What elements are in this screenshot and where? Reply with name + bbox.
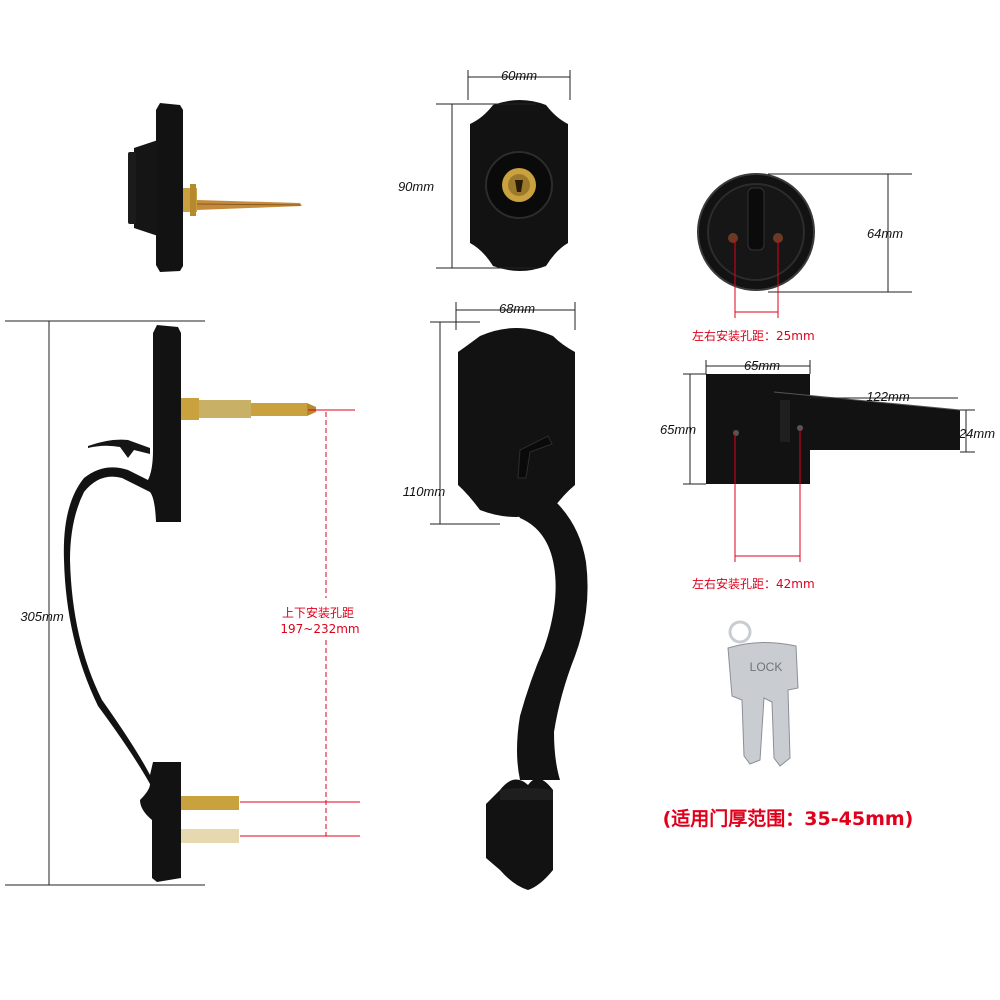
handle-side-view bbox=[63, 325, 316, 882]
lever-rose-height-dimension: 65mm bbox=[660, 373, 706, 485]
handle-total-height-dimension: 305mm bbox=[5, 320, 205, 886]
deadbolt-height-dimension: 90mm bbox=[398, 103, 536, 269]
dim-thumbturn-height: 64mm bbox=[867, 226, 903, 241]
key-set-icon: LOCK bbox=[727, 620, 799, 767]
dim-handle-top-height: 110mm bbox=[403, 484, 446, 499]
lever-thickness-dimension: 24mm bbox=[958, 409, 995, 453]
lever-length-dimension: 122mm bbox=[810, 389, 958, 404]
dim-deadbolt-height: 90mm bbox=[398, 179, 434, 194]
handle-front-view bbox=[458, 328, 588, 890]
dim-deadbolt-width: 60mm bbox=[501, 68, 537, 83]
key-label: LOCK bbox=[750, 660, 783, 674]
thumbturn-front-view bbox=[697, 173, 815, 291]
dim-lever-length: 122mm bbox=[866, 389, 910, 404]
dim-handle-total-height: 305mm bbox=[20, 609, 64, 624]
handle-hole-spacing: 上下安装孔距 197~232mm bbox=[240, 409, 360, 837]
thumbturn-hole-spacing: 左右安装孔距：25mm bbox=[692, 240, 815, 343]
lever-rose-width-dimension: 65mm bbox=[705, 358, 811, 374]
lever-hole-spacing: 左右安装孔距：42mm bbox=[692, 430, 815, 591]
dim-thumbturn-hole-spacing: 左右安装孔距：25mm bbox=[692, 328, 815, 343]
lever-handle-view bbox=[706, 374, 961, 484]
thumbturn-height-dimension: 64mm bbox=[768, 173, 912, 293]
door-thickness-note: (适用门厚范围：35-45mm) bbox=[663, 807, 914, 830]
deadbolt-side-view bbox=[128, 103, 302, 272]
dim-handle-width: 68mm bbox=[499, 301, 535, 316]
dim-handle-hole-spacing-line1: 上下安装孔距 bbox=[282, 605, 354, 620]
dim-lever-rose-height: 65mm bbox=[660, 422, 696, 437]
deadbolt-width-dimension: 60mm bbox=[467, 68, 571, 100]
dim-lever-thickness: 24mm bbox=[958, 426, 995, 441]
dim-lever-hole-spacing: 左右安装孔距：42mm bbox=[692, 576, 815, 591]
handle-top-height-dimension: 110mm bbox=[403, 321, 500, 525]
handle-width-dimension: 68mm bbox=[455, 301, 576, 330]
dim-handle-hole-spacing-line2: 197~232mm bbox=[280, 622, 359, 636]
deadbolt-front-view bbox=[470, 100, 568, 271]
dim-lever-rose-width: 65mm bbox=[744, 358, 780, 373]
